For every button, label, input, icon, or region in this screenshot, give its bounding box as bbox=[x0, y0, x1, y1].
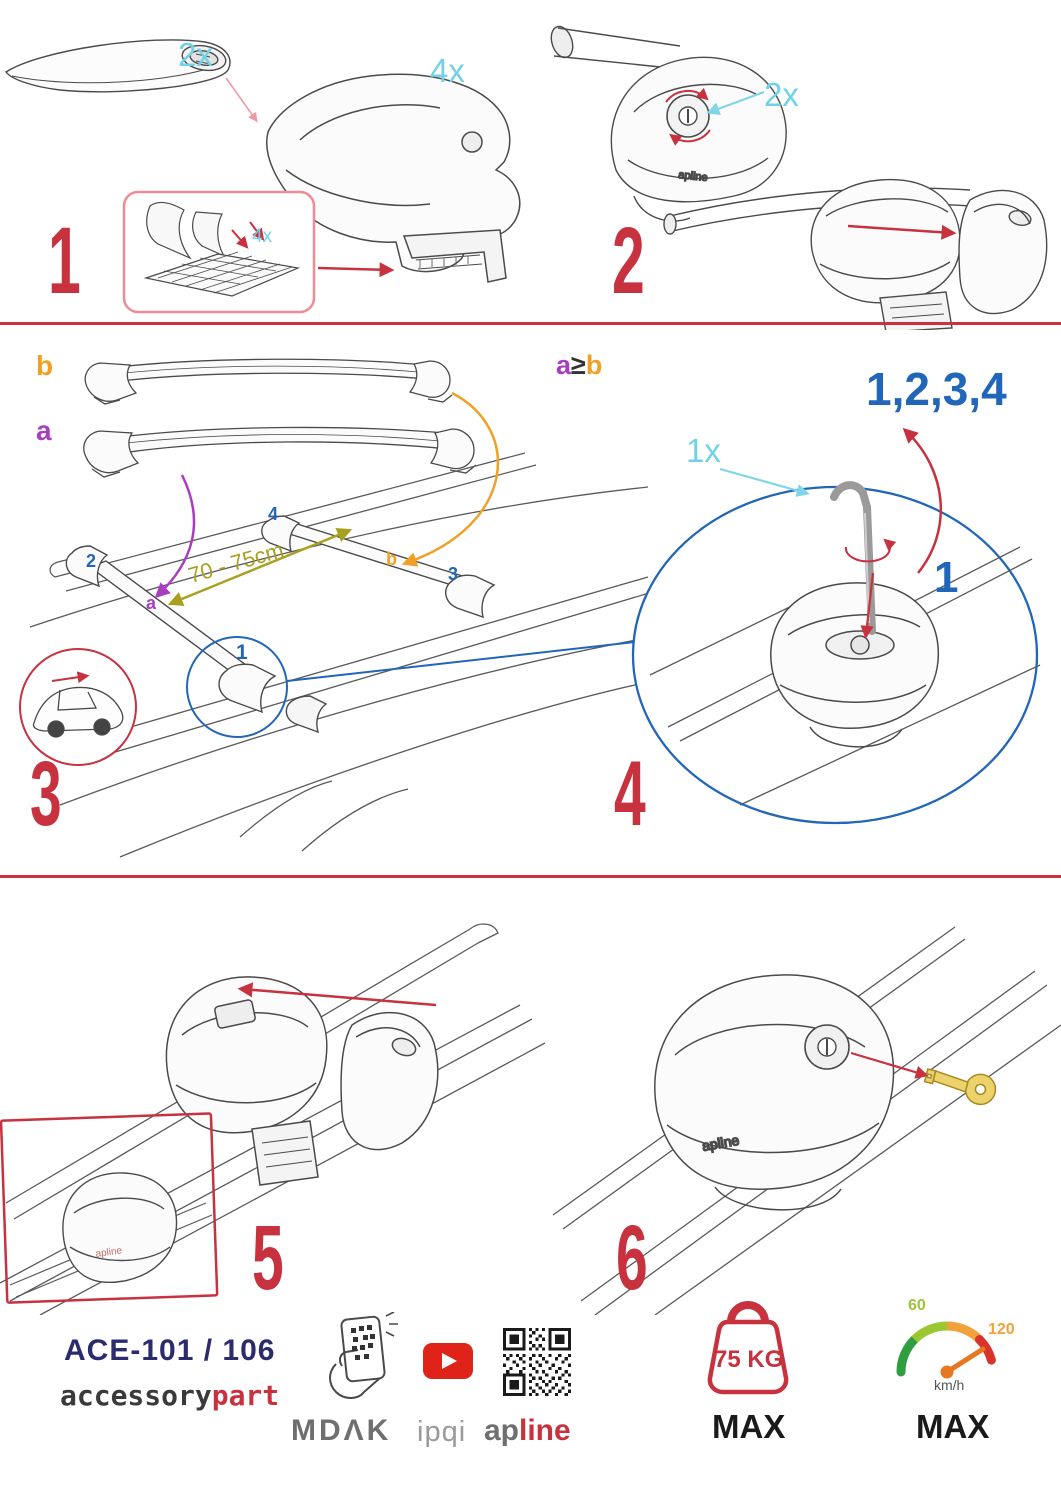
foot-illustration: apline bbox=[654, 974, 895, 1211]
bar-qty-label: 2x bbox=[178, 36, 213, 73]
phone-qr-pixels bbox=[351, 1325, 375, 1360]
detail-pointer-arrow bbox=[286, 635, 648, 682]
max-weight-label: MAX bbox=[712, 1408, 786, 1445]
step6-illustration: apline bbox=[552, 926, 1061, 1315]
detail-circle bbox=[186, 636, 288, 738]
speed-unit-label: km/h bbox=[934, 1377, 965, 1393]
mounted-crossbar-b bbox=[261, 515, 496, 734]
magnified-foot-illustration bbox=[770, 582, 940, 748]
cover-piece-illustration bbox=[958, 189, 1048, 315]
bar-a-label: a bbox=[36, 415, 52, 446]
rule-a: a bbox=[556, 350, 572, 380]
youtube-icon bbox=[423, 1343, 473, 1379]
pointer-line bbox=[225, 77, 258, 123]
max-speed-label: MAX bbox=[916, 1408, 990, 1445]
insert-arrow bbox=[317, 262, 395, 278]
model-label: ACE-101 / 106 bbox=[64, 1334, 276, 1367]
attach-arrow bbox=[847, 224, 957, 240]
rule-b: b bbox=[585, 350, 603, 380]
step3-illustration bbox=[19, 358, 673, 858]
apline-ap: ap bbox=[484, 1414, 520, 1447]
bar-b-pointer-arrow bbox=[401, 391, 500, 567]
slide-on-arrow bbox=[237, 982, 437, 1007]
brand-part: part bbox=[211, 1379, 280, 1412]
locked-inset-box: apline bbox=[0, 1112, 219, 1304]
crossbar-b-illustration bbox=[84, 358, 453, 405]
section-divider-2 bbox=[0, 875, 1061, 878]
roof-position-1: 1 bbox=[236, 641, 248, 664]
distance-arrow bbox=[167, 528, 353, 606]
brand-accessory: accessory bbox=[60, 1379, 212, 1412]
rule-operator: ≥ bbox=[571, 350, 586, 380]
phone-scan-icon bbox=[329, 1312, 398, 1399]
step-1-number: 1 bbox=[48, 208, 81, 314]
step4-illustration bbox=[631, 427, 1041, 825]
step-2-number: 2 bbox=[612, 208, 645, 314]
bar-b-label: b bbox=[36, 350, 54, 381]
speed-high-label: 120 bbox=[988, 1321, 1015, 1338]
cover-piece-illustration bbox=[340, 1011, 439, 1151]
lock-icon bbox=[804, 1024, 850, 1070]
step-3-number: 3 bbox=[30, 743, 62, 845]
roof-position-4: 4 bbox=[268, 504, 279, 524]
roof-position-2: 2 bbox=[86, 551, 97, 571]
foot-logo-text: apline bbox=[95, 1245, 123, 1260]
tighten-arrow bbox=[860, 572, 875, 639]
qr-code bbox=[503, 1328, 571, 1396]
key-insert-arrow bbox=[850, 1051, 929, 1079]
position-1-label: 1 bbox=[934, 553, 959, 602]
step2-illustration: apline bbox=[550, 25, 1048, 330]
car-inset bbox=[19, 648, 137, 766]
foot-illustration bbox=[165, 976, 328, 1186]
key-icon bbox=[923, 1068, 997, 1106]
qty-pointer-arrow bbox=[706, 90, 765, 115]
foot-logo-text: apline bbox=[678, 169, 708, 184]
aero-crossbar-illustration bbox=[4, 39, 231, 93]
speed-low-label: 60 bbox=[908, 1297, 926, 1314]
max-weight-icon bbox=[707, 1301, 789, 1395]
mdak-logo-text: MDΛK bbox=[291, 1414, 392, 1447]
rotate-arrow bbox=[844, 538, 897, 563]
rule-label: a≥b bbox=[556, 352, 602, 379]
step-6-number: 6 bbox=[616, 1207, 648, 1309]
roof-position-3: 3 bbox=[448, 564, 459, 584]
lock-qty-label: 2x bbox=[764, 76, 799, 113]
ipqi-logo-text: ipqi bbox=[417, 1416, 467, 1448]
tool-qty-label: 1x bbox=[686, 432, 721, 469]
step1-illustration bbox=[4, 39, 521, 314]
sequence-arrow bbox=[902, 427, 943, 574]
step-5-number: 5 bbox=[252, 1207, 284, 1309]
foot-logo-text: apline bbox=[701, 1132, 741, 1154]
bar-foot-assembly-illustration bbox=[663, 178, 973, 330]
section-divider-1 bbox=[0, 322, 1061, 325]
pad-qty-label: 4x bbox=[252, 226, 273, 247]
brand-wordmark: accessorypart bbox=[60, 1382, 279, 1410]
pad-inset-box bbox=[122, 190, 316, 314]
tool-qty-arrow bbox=[719, 467, 810, 497]
step-4-number: 4 bbox=[614, 743, 646, 845]
tighten-sequence-label: 1,2,3,4 bbox=[866, 363, 1007, 415]
roof-bar-a-label: a bbox=[146, 593, 157, 613]
foot-qty-label: 4x bbox=[430, 52, 465, 89]
mounted-crossbar-a bbox=[65, 545, 277, 714]
max-speed-icon bbox=[896, 1321, 996, 1379]
bar-a-pointer-arrow bbox=[154, 474, 196, 599]
crossbar-a-illustration bbox=[83, 426, 477, 478]
max-weight-value: 75 KG bbox=[714, 1346, 784, 1373]
apline-line: line bbox=[519, 1414, 571, 1447]
apline-logo-text: apline bbox=[484, 1416, 571, 1446]
speedometer-needle bbox=[944, 1346, 986, 1375]
car-roof-illustration bbox=[29, 452, 673, 858]
step5-illustration: apline bbox=[0, 923, 545, 1315]
foot-illustration bbox=[266, 73, 521, 283]
roof-bar-b-label: b bbox=[386, 549, 397, 569]
lock-icon bbox=[665, 87, 711, 146]
